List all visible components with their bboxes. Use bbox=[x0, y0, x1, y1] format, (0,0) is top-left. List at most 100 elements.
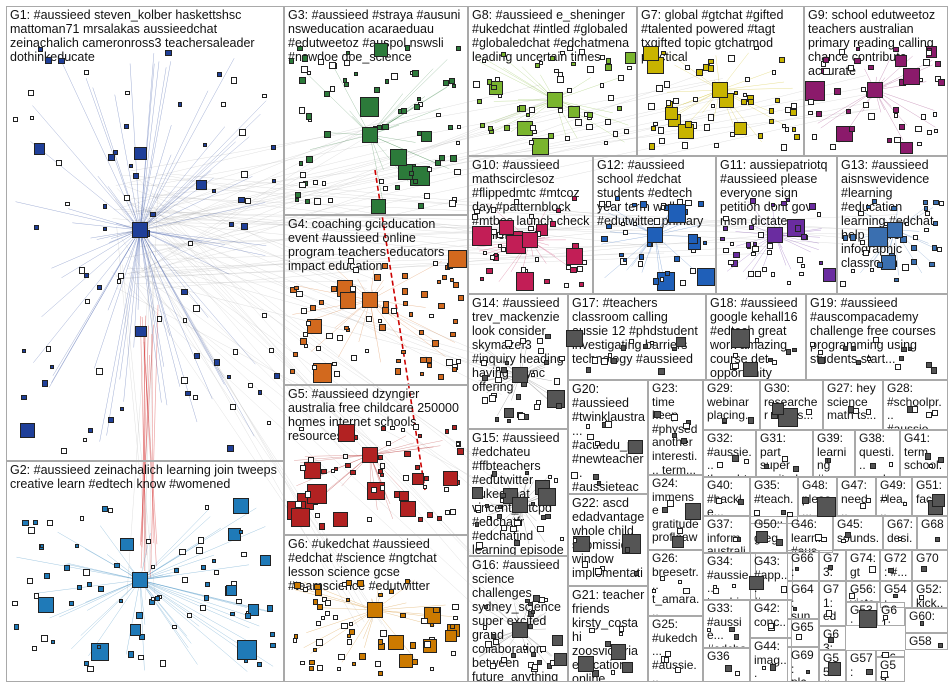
node-g5[interactable] bbox=[291, 508, 310, 527]
node-g20[interactable] bbox=[628, 440, 643, 455]
node-g30[interactable] bbox=[806, 409, 812, 415]
node-g7[interactable] bbox=[781, 144, 787, 150]
node-g24[interactable] bbox=[667, 500, 674, 507]
node-g4[interactable] bbox=[334, 371, 340, 377]
node-g27[interactable] bbox=[853, 408, 859, 414]
node-g16[interactable] bbox=[528, 624, 533, 629]
node-g13[interactable] bbox=[905, 222, 909, 226]
hub-node-g15[interactable] bbox=[512, 497, 528, 513]
node-g16[interactable] bbox=[491, 634, 496, 639]
node-g5[interactable] bbox=[390, 426, 394, 430]
node-g2[interactable] bbox=[12, 601, 17, 606]
node-g15[interactable] bbox=[492, 471, 497, 476]
node-g3[interactable] bbox=[409, 171, 414, 176]
node-g4[interactable] bbox=[420, 357, 427, 364]
node-g8[interactable] bbox=[554, 69, 559, 74]
node-g4[interactable] bbox=[409, 312, 414, 317]
node-g1[interactable] bbox=[185, 391, 190, 396]
node-g2[interactable] bbox=[32, 646, 36, 650]
node-g14[interactable] bbox=[505, 340, 512, 347]
node-g2[interactable] bbox=[270, 643, 275, 648]
node-g9[interactable] bbox=[933, 112, 937, 116]
node-g58[interactable] bbox=[938, 643, 942, 647]
node-g47[interactable] bbox=[866, 498, 871, 503]
node-g4[interactable] bbox=[332, 362, 336, 366]
node-g13[interactable] bbox=[868, 227, 888, 247]
node-g1[interactable] bbox=[262, 313, 267, 318]
node-g3[interactable] bbox=[300, 172, 306, 178]
node-g2[interactable] bbox=[200, 605, 206, 611]
node-g12[interactable] bbox=[668, 204, 687, 223]
node-g6[interactable] bbox=[349, 622, 353, 626]
node-g35[interactable] bbox=[754, 510, 760, 516]
node-g18[interactable] bbox=[732, 363, 738, 369]
node-g1[interactable] bbox=[134, 147, 147, 160]
node-g3[interactable] bbox=[427, 167, 432, 172]
node-g5[interactable] bbox=[338, 424, 356, 442]
node-g1[interactable] bbox=[61, 448, 67, 454]
node-g6[interactable] bbox=[378, 671, 383, 676]
node-g1[interactable] bbox=[118, 273, 124, 279]
node-g9[interactable] bbox=[917, 142, 922, 147]
node-g4[interactable] bbox=[290, 369, 295, 374]
node-g5[interactable] bbox=[380, 463, 385, 468]
node-g6[interactable] bbox=[341, 623, 348, 630]
node-g6[interactable] bbox=[309, 660, 315, 666]
node-g9[interactable] bbox=[849, 126, 855, 132]
node-g3[interactable] bbox=[421, 131, 432, 142]
node-g2[interactable] bbox=[40, 544, 44, 548]
node-g50[interactable] bbox=[776, 539, 782, 545]
node-g6[interactable] bbox=[430, 623, 434, 627]
node-g2[interactable] bbox=[44, 573, 50, 579]
node-g6[interactable] bbox=[389, 589, 394, 594]
hub-node-g6[interactable] bbox=[367, 602, 383, 618]
node-g10[interactable] bbox=[491, 207, 497, 213]
node-g31[interactable] bbox=[782, 456, 788, 462]
hub-node-g13[interactable] bbox=[887, 222, 903, 238]
node-g10[interactable] bbox=[535, 257, 540, 262]
node-g7[interactable] bbox=[745, 77, 750, 82]
node-g5[interactable] bbox=[378, 469, 383, 474]
node-g55[interactable] bbox=[828, 662, 841, 675]
node-g33[interactable] bbox=[734, 634, 740, 640]
node-g10[interactable] bbox=[529, 214, 535, 220]
node-g10[interactable] bbox=[550, 221, 556, 227]
node-g31[interactable] bbox=[764, 464, 769, 469]
node-g3[interactable] bbox=[329, 62, 335, 68]
node-g3[interactable] bbox=[443, 80, 448, 85]
node-g10[interactable] bbox=[564, 283, 569, 288]
node-g19[interactable] bbox=[901, 347, 906, 352]
node-g11[interactable] bbox=[720, 237, 724, 241]
node-g5[interactable] bbox=[423, 485, 427, 489]
node-g11[interactable] bbox=[797, 257, 803, 263]
node-g4[interactable] bbox=[344, 326, 349, 331]
node-g10[interactable] bbox=[486, 268, 492, 274]
node-g6[interactable] bbox=[352, 662, 356, 666]
node-g1[interactable] bbox=[85, 299, 90, 304]
node-g5[interactable] bbox=[412, 473, 424, 485]
node-g2[interactable] bbox=[87, 666, 94, 673]
node-g15[interactable] bbox=[485, 504, 489, 508]
node-g4[interactable] bbox=[326, 333, 333, 340]
node-g5[interactable] bbox=[437, 516, 442, 521]
node-g8[interactable] bbox=[529, 140, 534, 145]
node-g6[interactable] bbox=[317, 665, 323, 671]
node-g12[interactable] bbox=[698, 201, 704, 207]
node-g1[interactable] bbox=[84, 273, 89, 278]
node-g11[interactable] bbox=[823, 268, 836, 281]
node-g4[interactable] bbox=[401, 350, 405, 354]
node-g1[interactable] bbox=[97, 285, 101, 289]
node-g2[interactable] bbox=[172, 625, 176, 629]
node-g18[interactable] bbox=[786, 349, 791, 354]
node-g2[interactable] bbox=[270, 632, 275, 637]
node-g2[interactable] bbox=[245, 613, 251, 619]
node-g6[interactable] bbox=[433, 607, 439, 613]
node-g57[interactable] bbox=[866, 669, 872, 675]
node-g12[interactable] bbox=[690, 268, 696, 274]
node-g1[interactable] bbox=[188, 241, 193, 246]
node-g10[interactable] bbox=[572, 196, 577, 201]
node-g54[interactable] bbox=[893, 594, 898, 599]
node-g11[interactable] bbox=[819, 261, 823, 265]
node-g6[interactable] bbox=[347, 634, 352, 639]
node-g11[interactable] bbox=[749, 225, 754, 230]
